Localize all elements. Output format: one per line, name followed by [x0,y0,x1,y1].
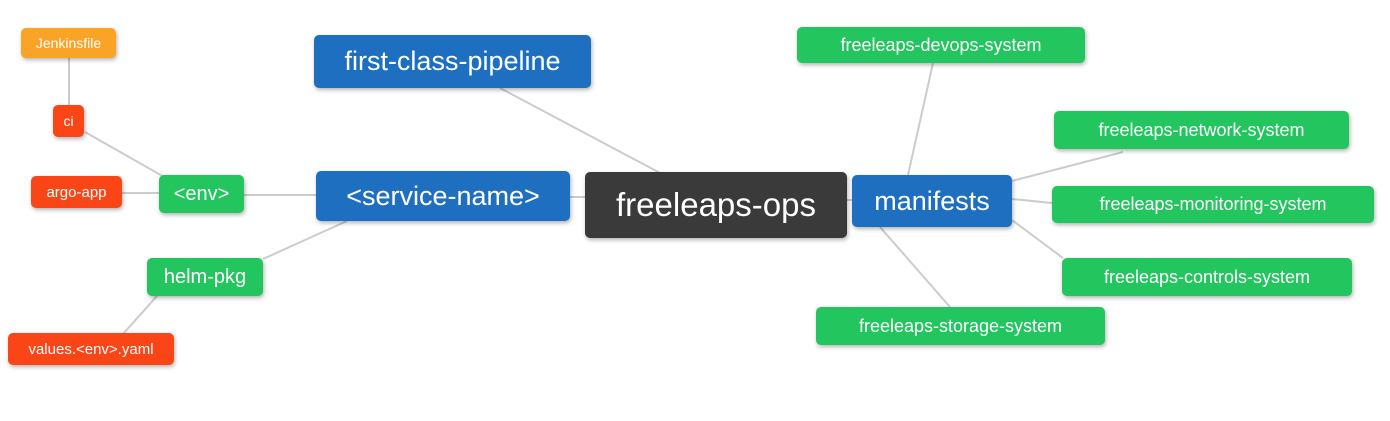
node-freeleaps-storage-system[interactable]: freeleaps-storage-system [816,307,1105,345]
node-freeleaps-controls-system[interactable]: freeleaps-controls-system [1062,258,1352,296]
edge-manifests-storage [879,226,951,308]
node-ci[interactable]: ci [53,105,84,137]
node-freeleaps-ops[interactable]: freeleaps-ops [585,172,847,238]
edge-manifests-controls [1011,219,1064,259]
node-freeleaps-monitoring-system[interactable]: freeleaps-monitoring-system [1052,186,1374,223]
edge-helmpkg-values [122,295,158,335]
edge-manifests-network [1011,151,1124,182]
node-freeleaps-network-system[interactable]: freeleaps-network-system [1054,111,1349,149]
node-values-env-yaml[interactable]: values.<env>.yaml [8,333,174,365]
edge-manifests-devops [907,62,934,176]
node-first-class-pipeline[interactable]: first-class-pipeline [314,35,591,88]
edge-ci-env [84,131,167,179]
edge-servicename-helmpkg [262,220,348,260]
node-service-name[interactable]: <service-name> [316,171,570,221]
node-freeleaps-devops-system[interactable]: freeleaps-devops-system [797,27,1085,63]
edge-pipeline-ops [499,87,663,175]
node-env[interactable]: <env> [159,175,244,213]
node-helm-pkg[interactable]: helm-pkg [147,258,263,296]
node-jenkinsfile[interactable]: Jenkinsfile [21,28,116,58]
node-manifests[interactable]: manifests [852,175,1012,227]
node-argo-app[interactable]: argo-app [31,176,122,208]
edge-manifests-monitoring [1011,198,1053,204]
